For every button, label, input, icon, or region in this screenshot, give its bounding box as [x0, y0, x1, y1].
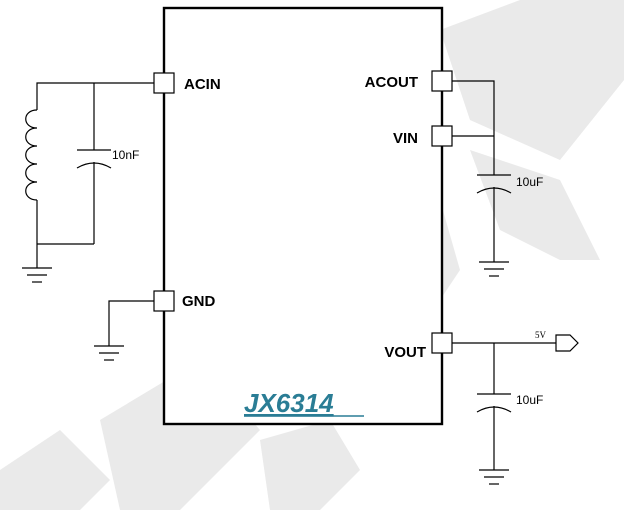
pin-vout: [431, 332, 453, 354]
pin-label-vout: VOUT: [384, 344, 426, 361]
vout-network: [452, 334, 579, 485]
output-net-label: 5V: [535, 330, 547, 340]
pin-vin: [431, 125, 453, 147]
acin-cap-value: 10nF: [112, 148, 139, 162]
pin-label-acout: ACOUT: [365, 74, 418, 91]
pin-label-gnd: GND: [182, 293, 216, 310]
part-number: JX6314: [244, 388, 334, 418]
pin-label-acin: ACIN: [184, 76, 221, 93]
output-port-symbol: [555, 334, 579, 352]
acin-network: [22, 82, 154, 283]
vin-network: [452, 80, 512, 277]
pin-acin: [153, 72, 175, 94]
inductor-symbol: [25, 109, 38, 201]
vout-cap-value: 10uF: [516, 393, 543, 407]
gnd-network: [94, 300, 154, 361]
pin-acout: [431, 70, 453, 92]
ic-body: [162, 6, 444, 426]
pin-label-vin: VIN: [393, 130, 418, 147]
vin-cap-value: 10uF: [516, 175, 543, 189]
pin-gnd: [153, 290, 175, 312]
